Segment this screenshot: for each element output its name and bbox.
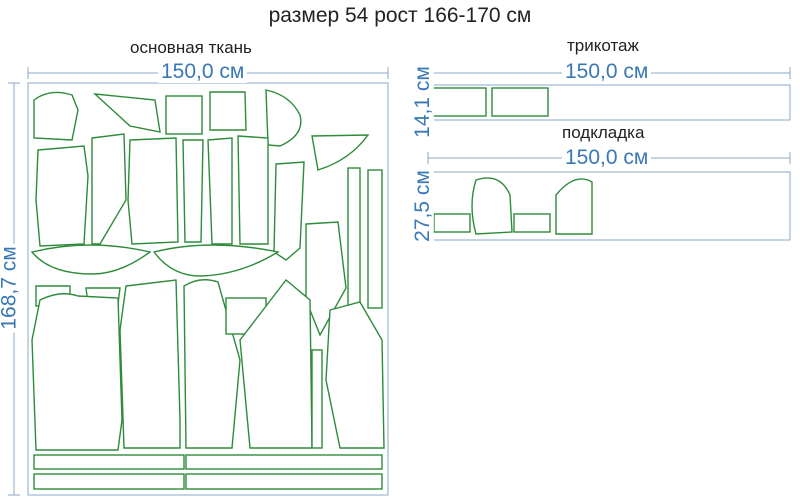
main-fabric-pieces (30, 89, 385, 490)
main-fabric-length: 168,7 см (0, 243, 21, 333)
main-fabric-label: основная ткань (130, 38, 252, 57)
knit-width: 150,0 см (562, 61, 652, 83)
layout-title: размер 54 рост 166-170 см (268, 4, 532, 27)
knit-length: 14,1 см (411, 63, 434, 141)
lining-length: 27,5 см (411, 167, 434, 245)
knit-sheet (427, 84, 791, 121)
lining-label: подкладка (562, 123, 645, 142)
knit-pieces (431, 87, 549, 117)
lining-pieces (433, 177, 593, 235)
lining-width: 150,0 см (562, 147, 652, 169)
main-fabric-width: 150,0 см (158, 61, 248, 83)
knit-label: трикотаж (567, 36, 639, 55)
